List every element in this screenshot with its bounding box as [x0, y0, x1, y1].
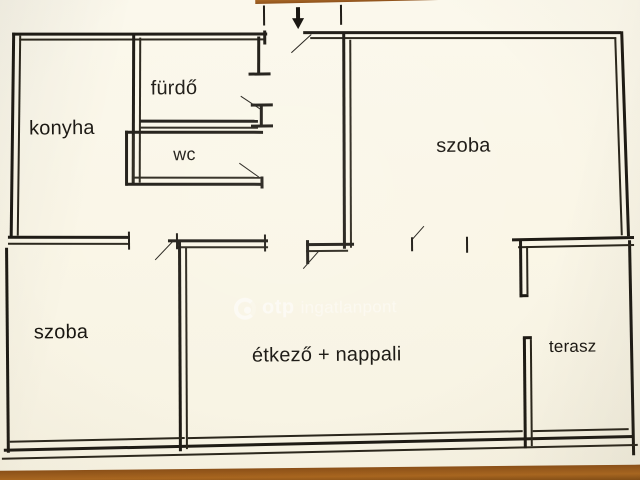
room-label-szoba-2: szoba [33, 321, 89, 344]
wall-entry-cap-left [263, 30, 267, 45]
wall-terasz-stub-vert-b [526, 246, 529, 295]
wall-hall-divider-top-b [176, 246, 269, 249]
wall-wc-left-b [132, 134, 135, 183]
wall-outer-left-lower-a [5, 247, 10, 453]
wall-terasz-left-a [522, 338, 527, 449]
wall-szoba2-right-b [185, 247, 188, 450]
wall-terasz-top-a [511, 235, 635, 242]
wall-entry-stub-left [262, 5, 266, 26]
wall-outer-left-a [9, 32, 16, 238]
wall-szoba1-left-a [342, 33, 346, 249]
wall-wc-bottom-b [132, 176, 261, 179]
room-label-terasz: terasz [548, 336, 597, 357]
wall-konyha-bottom-b [8, 242, 131, 245]
wall-szoba1-bottom-b [306, 249, 349, 253]
wall-outer-left-b [16, 35, 22, 236]
wall-hall-divider-top-a [167, 239, 268, 243]
window-tick-szoba1-b [465, 236, 469, 253]
wall-konyha-right-b [138, 37, 142, 183]
wall-terasz-stub-vert-a [519, 240, 523, 298]
door-swing-szoba1-right [411, 225, 425, 241]
wall-outer-top-right-b [310, 37, 617, 40]
wall-terasz-left-cap [522, 336, 532, 340]
wall-hall-left-furdo [257, 36, 261, 75]
wall-wc-bottom-a [125, 182, 263, 186]
wall-end-cap-konyha [127, 231, 131, 250]
wall-furdo-bottom-a [139, 119, 258, 123]
wall-outer-bottom-a [3, 435, 634, 452]
room-label-szoba-1: szoba [436, 134, 491, 157]
wall-outer-top-right-a [303, 31, 622, 35]
wall-wc-door-jamb [260, 176, 264, 189]
wall-wc-top-a [125, 130, 264, 134]
wall-szoba1-left-b [349, 39, 352, 248]
wall-wc-left-a [125, 130, 129, 186]
wall-lower-inner-bottom [9, 437, 185, 443]
wall-outer-top-left-a [12, 32, 268, 36]
wall-hall-stub-top [248, 72, 271, 76]
wall-konyha-bottom-a [7, 235, 130, 239]
room-label-wc: wc [173, 144, 196, 165]
room-label-konyha: konyha [28, 116, 95, 140]
door-swing-entrance [291, 34, 312, 54]
wall-terasz-top-b [518, 244, 635, 249]
wall-outer-right-lower [628, 240, 636, 456]
wall-entry-stub-right [339, 4, 343, 25]
wall-szoba1-bottom-a [306, 242, 355, 247]
wall-terasz-stub-cap [519, 294, 529, 298]
wall-outer-top-left-b [19, 38, 265, 41]
door-swing-hall [154, 240, 175, 261]
wall-terasz-inner-bottom [532, 428, 629, 433]
room-label-furdo: fürdő [150, 77, 198, 100]
wall-furdo-bottom-b [139, 126, 259, 129]
wall-hall-stub-mid-bottom [250, 124, 274, 128]
wall-szoba2-right-a [178, 241, 182, 452]
wall-end-cap-hall-right [263, 234, 267, 252]
room-label-etkezo-nappali: étkező + nappali [251, 343, 402, 367]
